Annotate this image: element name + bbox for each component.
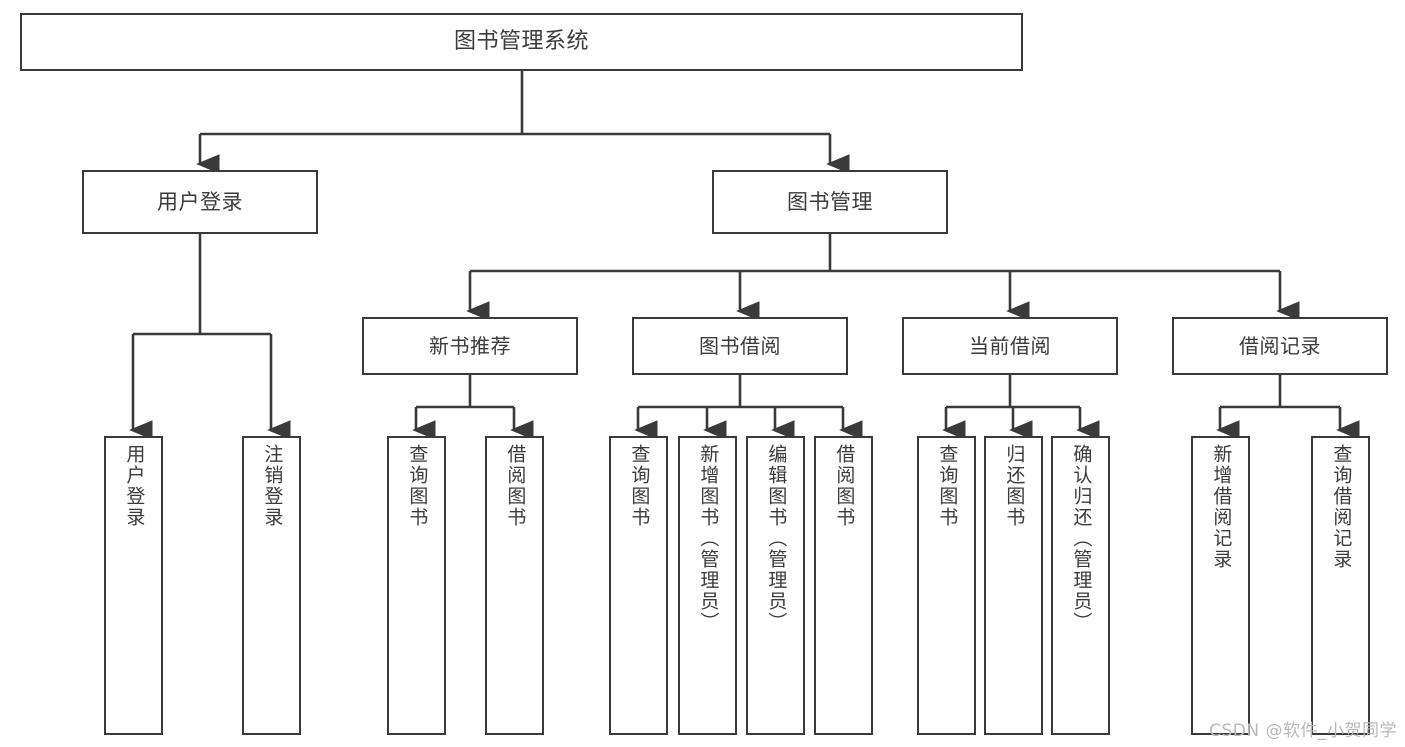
leaf-book-borrow-4[interactable]: 借阅图书 xyxy=(814,436,873,735)
node-user-login[interactable]: 用户登录 xyxy=(82,170,318,234)
leaf-user-login-1-label: 用户登录 xyxy=(123,444,146,528)
leaf-current-borrow-3-label: 确认归还（管理员） xyxy=(1070,444,1093,633)
node-book-borrow-label: 图书借阅 xyxy=(699,333,781,358)
leaf-current-borrow-2[interactable]: 归还图书 xyxy=(984,436,1043,735)
leaf-book-borrow-2[interactable]: 新增图书（管理员） xyxy=(678,436,737,735)
leaf-new-book-2-label: 借阅图书 xyxy=(504,444,527,528)
node-new-book-recommend-label: 新书推荐 xyxy=(429,333,511,358)
leaf-current-borrow-1-label: 查询图书 xyxy=(936,444,959,528)
node-book-borrow[interactable]: 图书借阅 xyxy=(632,317,848,375)
leaf-book-borrow-1-label: 查询图书 xyxy=(628,444,651,528)
node-book-manage-label: 图书管理 xyxy=(787,189,873,214)
node-root-label: 图书管理系统 xyxy=(453,29,589,55)
leaf-user-login-1[interactable]: 用户登录 xyxy=(104,436,163,735)
node-book-manage[interactable]: 图书管理 xyxy=(712,170,948,234)
leaf-user-login-2[interactable]: 注销登录 xyxy=(242,436,301,735)
leaf-book-borrow-3[interactable]: 编辑图书（管理员） xyxy=(746,436,805,735)
node-new-book-recommend[interactable]: 新书推荐 xyxy=(362,317,578,375)
leaf-book-borrow-4-label: 借阅图书 xyxy=(833,444,856,528)
leaf-new-book-1[interactable]: 查询图书 xyxy=(387,436,446,735)
leaf-book-borrow-3-label: 编辑图书（管理员） xyxy=(765,444,788,633)
leaf-current-borrow-1[interactable]: 查询图书 xyxy=(917,436,976,735)
leaf-book-borrow-2-label: 新增图书（管理员） xyxy=(697,444,720,633)
watermark: CSDN @软件_小贺同学 xyxy=(1209,721,1397,741)
leaf-borrow-records-1-label: 新增借阅记录 xyxy=(1210,444,1233,570)
leaf-borrow-records-1[interactable]: 新增借阅记录 xyxy=(1191,436,1250,735)
leaf-new-book-2[interactable]: 借阅图书 xyxy=(485,436,544,735)
leaf-borrow-records-2[interactable]: 查询借阅记录 xyxy=(1311,436,1370,735)
node-user-login-label: 用户登录 xyxy=(157,189,243,214)
leaf-book-borrow-1[interactable]: 查询图书 xyxy=(609,436,668,735)
leaf-user-login-2-label: 注销登录 xyxy=(261,444,284,528)
leaf-current-borrow-2-label: 归还图书 xyxy=(1003,444,1026,528)
node-borrow-records-label: 借阅记录 xyxy=(1239,333,1321,358)
node-borrow-records[interactable]: 借阅记录 xyxy=(1172,317,1388,375)
leaf-borrow-records-2-label: 查询借阅记录 xyxy=(1330,444,1353,570)
node-current-borrow[interactable]: 当前借阅 xyxy=(902,317,1118,375)
node-current-borrow-label: 当前借阅 xyxy=(969,333,1051,358)
leaf-current-borrow-3[interactable]: 确认归还（管理员） xyxy=(1051,436,1110,735)
leaf-new-book-1-label: 查询图书 xyxy=(406,444,429,528)
node-root[interactable]: 图书管理系统 xyxy=(20,13,1023,71)
